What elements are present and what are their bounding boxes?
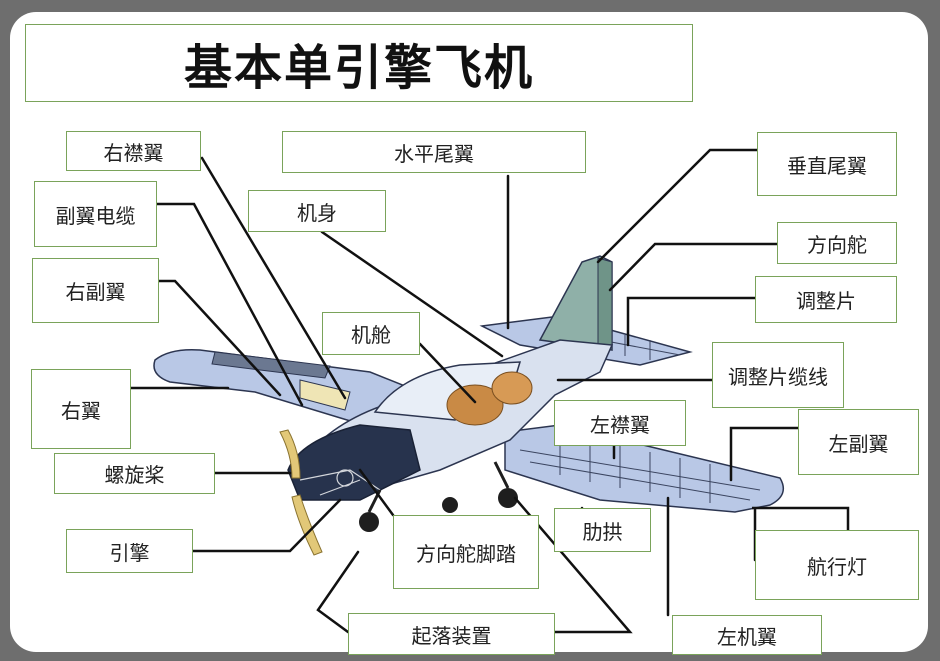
- leader-landing-gear-left: [316, 550, 360, 634]
- leader-rudder-pedals: [358, 468, 395, 517]
- label-left-aileron: 左副翼: [798, 409, 919, 475]
- label-horizontal-stabilizer: 水平尾翼: [282, 131, 586, 173]
- label-engine: 引擎: [66, 529, 193, 573]
- label-right-aileron: 右副翼: [32, 258, 159, 323]
- label-landing-gear: 起落装置: [348, 613, 555, 655]
- label-trim-tab: 调整片: [755, 276, 897, 323]
- leader-landing-gear-right: [513, 496, 633, 634]
- label-right-wing: 右翼: [31, 369, 131, 449]
- label-propeller: 螺旋桨: [54, 453, 215, 494]
- leader-aileron-cable: [155, 202, 304, 407]
- label-navigation-light: 航行灯: [755, 530, 919, 600]
- label-rib: 肋拱: [554, 508, 651, 552]
- leader-cabin: [418, 342, 477, 404]
- leader-engine: [191, 498, 342, 553]
- label-rudder-pedals: 方向舵脚踏: [393, 515, 539, 589]
- leader-navigation-light: [752, 506, 850, 562]
- label-left-wing: 左机翼: [672, 615, 822, 655]
- label-trim-tab-cable: 调整片缆线: [712, 342, 844, 408]
- label-cabin: 机舱: [322, 312, 420, 355]
- left-wing-shape: [504, 424, 785, 513]
- leader-trim-tab: [626, 296, 757, 347]
- propeller-shape: [279, 429, 301, 479]
- label-vertical-stabilizer: 垂直尾翼: [757, 132, 897, 196]
- diagram-title: 基本单引擎飞机: [183, 40, 534, 96]
- leader-right-aileron: [157, 279, 282, 397]
- cowling-shape: [287, 424, 421, 501]
- label-aileron-cable: 副翼电缆: [34, 181, 157, 247]
- label-left-flap: 左襟翼: [554, 400, 686, 446]
- leader-fuselage: [320, 230, 504, 358]
- title-box: 基本单引擎飞机: [25, 24, 693, 102]
- leader-right-flap: [200, 156, 347, 400]
- leader-rudder: [608, 242, 779, 292]
- label-fuselage: 机身: [248, 190, 386, 232]
- leader-left-aileron: [729, 426, 800, 482]
- label-rudder: 方向舵: [777, 222, 897, 264]
- label-right-flap: 右襟翼: [66, 131, 201, 171]
- leader-vertical-stabilizer: [596, 148, 759, 264]
